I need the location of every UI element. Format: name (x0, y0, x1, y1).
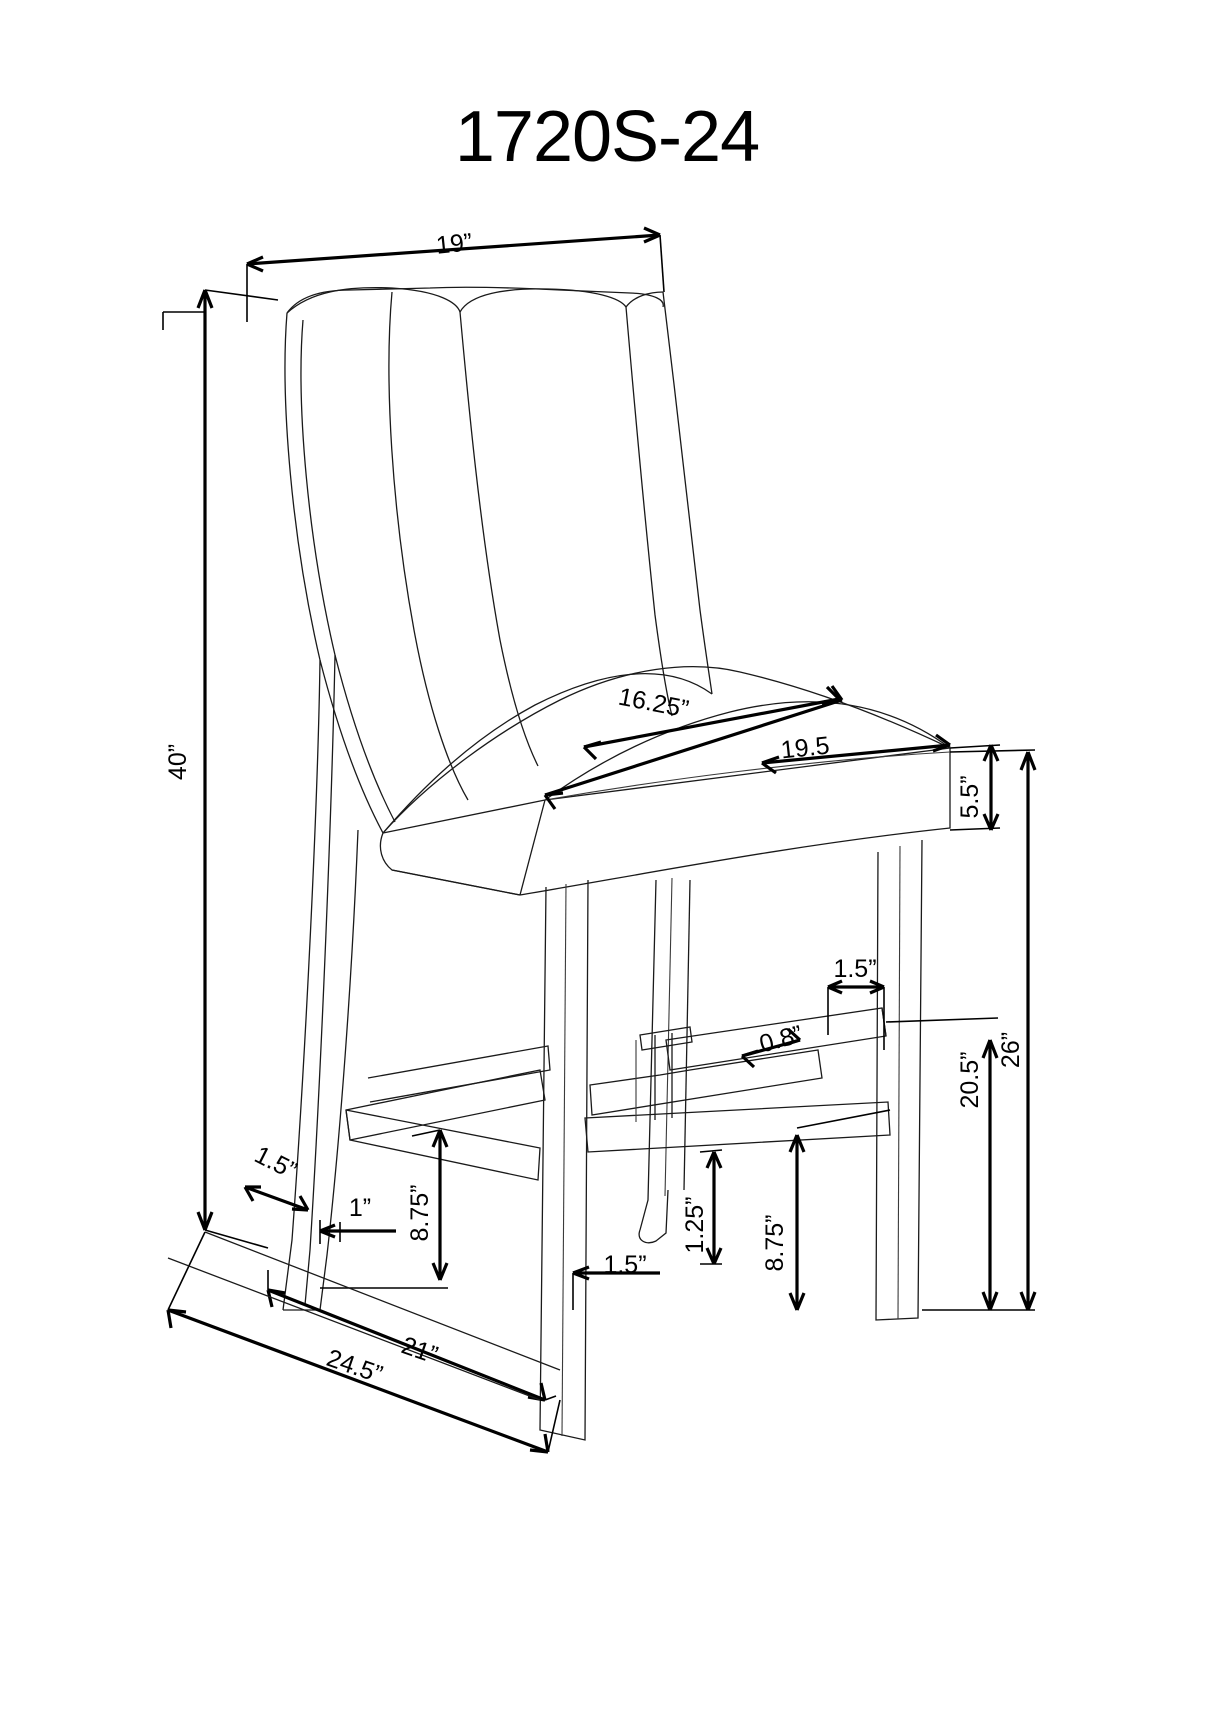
dim-label-footrest-left-875: 8.75” (406, 1185, 434, 1242)
dim-label-overall-depth-245: 24.5” (323, 1344, 386, 1389)
dim-label-rear-leg-15: 1.5” (250, 1141, 301, 1186)
dim-label-stretcher-125: 1.25” (681, 1197, 709, 1254)
dim-label-footrest-right-875: 8.75” (761, 1215, 789, 1272)
dim-label-rear-leg-1: 1” (349, 1194, 371, 1222)
dimension-labels: 19” 40” 16.25” 19.5 5.5” 1.5” 26” 20.5” … (164, 228, 1025, 1389)
page-title: 1720S-24 (454, 97, 760, 177)
dimension-lines (162, 226, 1037, 1454)
dim-label-seat-width-195: 19.5 (779, 732, 830, 765)
dim-label-width-19: 19” (435, 228, 474, 260)
dim-label-height-40: 40” (164, 744, 192, 780)
dim-label-leg-width-15: 1.5” (833, 955, 876, 983)
dim-label-leg-height-205: 20.5” (956, 1052, 984, 1109)
dim-label-leg-depth-15: 1.5” (603, 1251, 646, 1279)
dim-label-seat-height-26: 26” (997, 1032, 1025, 1068)
chair-outline (282, 286, 951, 1441)
dim-label-seat-depth-1625: 16.25” (616, 683, 691, 724)
dim-label-cushion-55: 5.5” (956, 775, 984, 818)
dim-label-base-depth-21: 21” (398, 1331, 441, 1369)
